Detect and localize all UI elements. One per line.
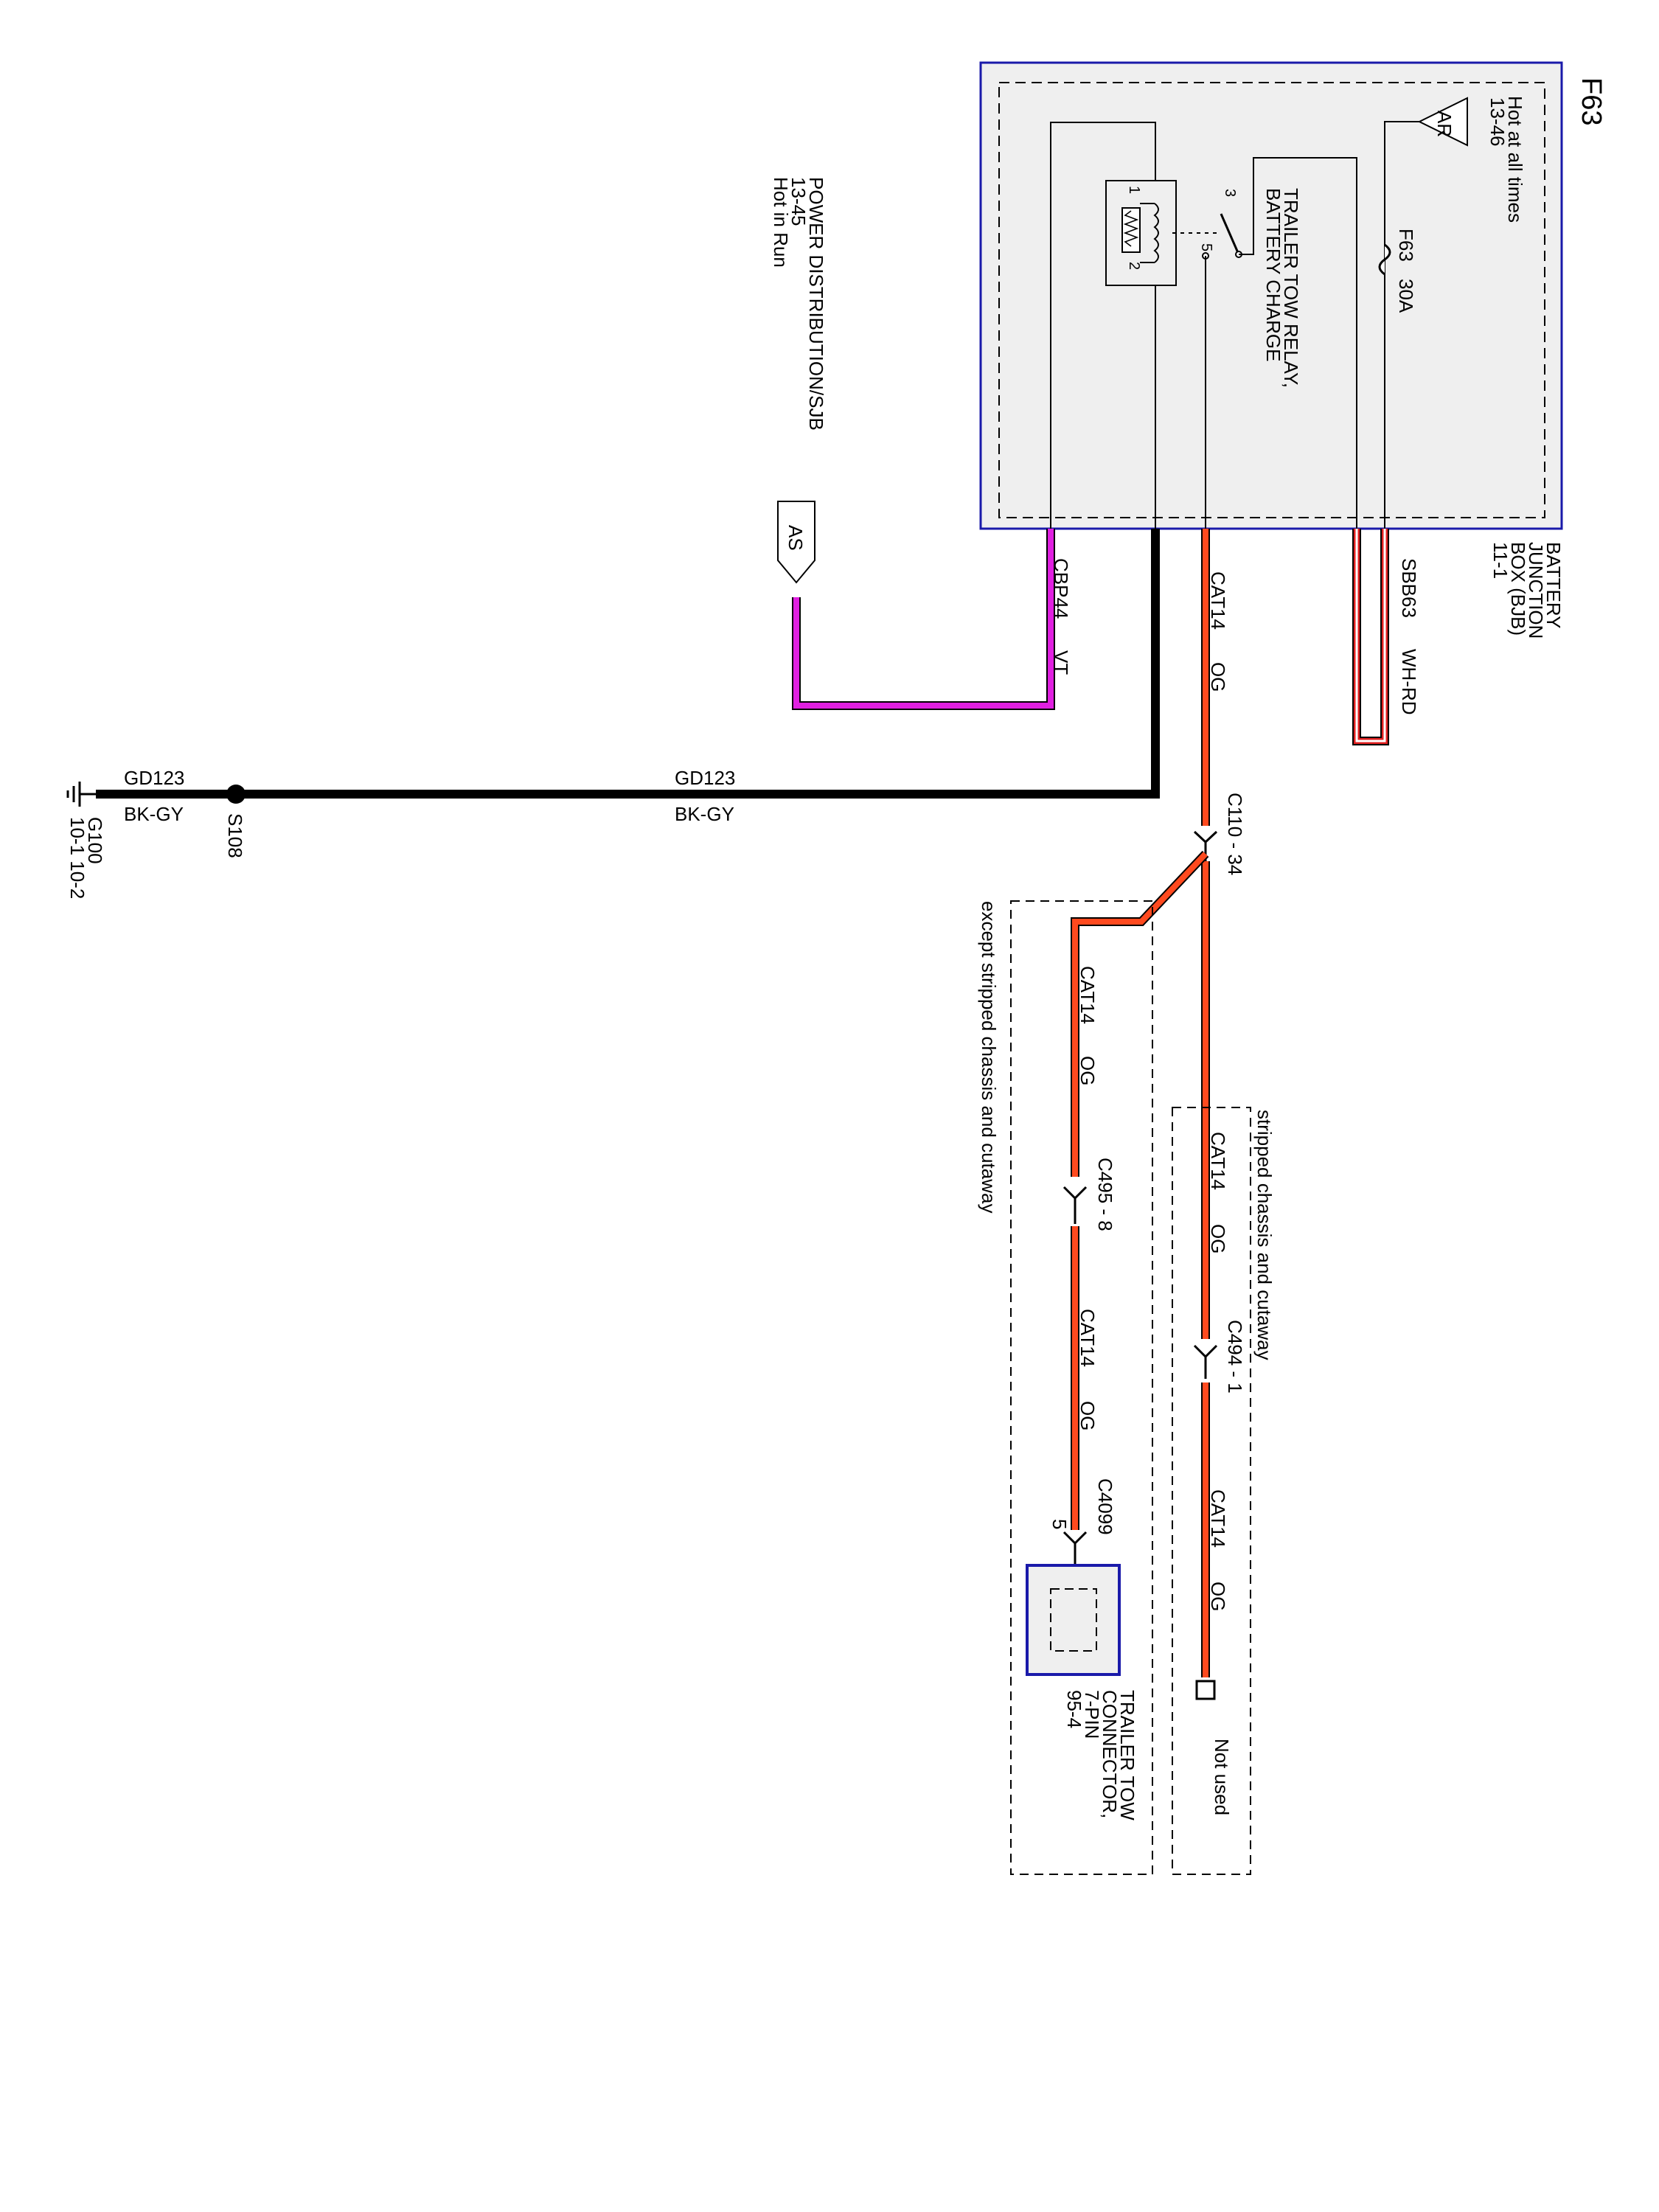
c4099-pin: 5 [1048, 1519, 1071, 1529]
as-tag: AS [785, 525, 807, 551]
gd123-a-circuit: GD123 [675, 767, 735, 789]
cat14-d-color: OG [1077, 1401, 1099, 1430]
bjb-ref: 11-1 [1489, 542, 1512, 579]
splice-label: S108 [224, 813, 246, 858]
relay-coil-feed-wire [1050, 122, 1156, 529]
relay-label-l2: BATTERY CHARGE [1262, 188, 1284, 362]
bjb-inner-dashed [998, 82, 1545, 518]
c494-label: C494 - 1 [1224, 1320, 1246, 1394]
ar-tag: AR [1433, 111, 1455, 137]
cat14-c-color: OG [1077, 1056, 1099, 1085]
fuse-id: F63 [1395, 229, 1417, 262]
stripped-option-label: stripped chassis and cutaway [1253, 1110, 1276, 1360]
relay-coil-zigzag [1123, 210, 1139, 247]
relay-label-l1: TRAILER TOW RELAY, [1280, 188, 1302, 388]
cat14-a-color: OG [1207, 1224, 1229, 1253]
gd123-b-color: BK-GY [124, 803, 184, 825]
fuse-feed-wire [1384, 121, 1419, 529]
sbb63-wire [1352, 529, 1389, 745]
stripped-option-box [1172, 1107, 1251, 1875]
trailer-connector-inner [1050, 1588, 1097, 1652]
cat14-d-circuit: CAT14 [1077, 1309, 1099, 1367]
hot-label: Hot at all times [1504, 96, 1526, 223]
gd123-wire [96, 529, 1160, 799]
bjb-label-l2: JUNCTION [1525, 542, 1547, 639]
ground-refs: 10-1 10-2 [66, 817, 88, 899]
relay-switch-feed-wire [1239, 157, 1357, 529]
trailer-connector-box [1026, 1564, 1121, 1676]
relay-box [1105, 180, 1177, 286]
gd123-a-color: BK-GY [675, 803, 734, 825]
not-used-label: Not used [1211, 1739, 1233, 1815]
not-used-terminal [1195, 1680, 1216, 1700]
relay-pin-3: 3 [1222, 189, 1238, 197]
ar-tag-shape [1417, 97, 1468, 147]
except-option-label: except stripped chassis and cutaway [978, 901, 1000, 1213]
hot-ref: 13-46 [1486, 97, 1509, 147]
bjb-label-l1: BATTERY [1543, 542, 1565, 629]
cat14-except-wire-color [1072, 852, 1208, 1177]
cat14-c-circuit: CAT14 [1077, 966, 1099, 1024]
cat14-b-color: OG [1207, 1582, 1229, 1611]
c494-connector [1193, 1344, 1218, 1379]
power-dist-label: POWER DISTRIBUTION/SJB [805, 177, 827, 431]
trailer-connector-ref: 95-4 [1063, 1690, 1085, 1728]
trailer-connector-l3: 7-PIN [1081, 1690, 1103, 1739]
bjb-label-l3: BOX (BJB) [1507, 542, 1529, 636]
cbp44-color: VT [1050, 650, 1072, 675]
c110-label: C110 - 34 [1224, 793, 1246, 875]
c4099-connector [1062, 1531, 1088, 1565]
ground-icon [66, 782, 96, 807]
cat14-a-circuit: CAT14 [1207, 1132, 1229, 1190]
c4099-label: C4099 [1094, 1478, 1116, 1535]
except-option-box [1010, 900, 1153, 1875]
relay-switch-blade [1220, 213, 1240, 255]
sbb63-circuit: SBB63 [1398, 558, 1420, 618]
power-dist-ref: 13-45 [787, 177, 810, 226]
cbp44-wire [792, 529, 1055, 710]
cbp44-wire-color [793, 529, 1054, 709]
power-dist-note: Hot in Run [770, 177, 792, 268]
c495-label: C495 - 8 [1094, 1158, 1116, 1231]
sbb63-wire-stripe [1355, 529, 1386, 742]
relay-coil-winding [1153, 203, 1159, 263]
gd123-b-circuit: GD123 [124, 767, 184, 789]
cat14-b-circuit: CAT14 [1207, 1489, 1229, 1548]
trailer-connector-l1: TRAILER TOW [1116, 1690, 1138, 1820]
sbb63-color: WH-RD [1398, 649, 1420, 715]
relay-pin-1: 1 [1126, 186, 1142, 194]
cat14-main-circuit: CAT14 [1207, 571, 1229, 630]
splice-s108 [226, 785, 246, 804]
fuse-rating: 30A [1395, 279, 1417, 313]
cat14-main-color: OG [1207, 662, 1229, 692]
ground-id: G100 [84, 817, 106, 864]
c495-connector [1062, 1186, 1088, 1224]
trailer-connector-l2: CONNECTOR, [1099, 1690, 1121, 1818]
page-title: F63 [1576, 77, 1607, 125]
fuse-symbol [1378, 243, 1391, 276]
relay-pin-2: 2 [1126, 262, 1142, 270]
relay-pin-5: 5 [1198, 243, 1214, 251]
as-tag-shape [777, 501, 815, 584]
cbp44-circuit: CBP44 [1050, 558, 1072, 619]
